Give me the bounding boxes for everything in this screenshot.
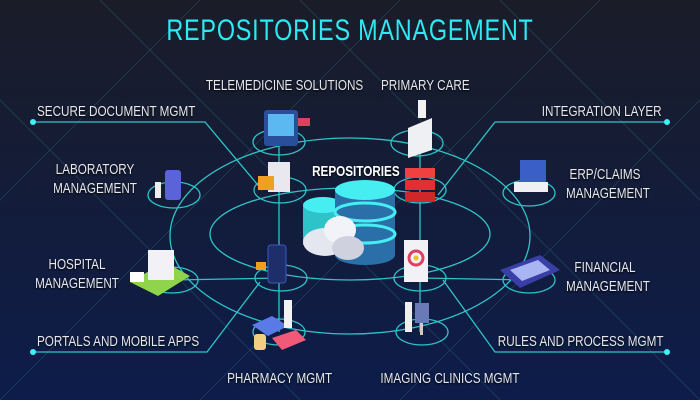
outer-ring: [169, 137, 531, 335]
doctor-desk-icon: [408, 100, 432, 158]
connector-rules: [442, 279, 667, 353]
mobile-phone-icon: [256, 244, 287, 284]
microscope-icon: [155, 170, 181, 200]
connector-secure-doc: [33, 121, 263, 191]
calculator-icon: [500, 255, 560, 288]
label-imaging: IMAGING CLINICS MGMT: [380, 370, 520, 387]
label-portals: PORTALS AND MOBILE APPS: [37, 333, 200, 350]
xray-machine-icon: [405, 302, 429, 335]
page-title: REPOSITORIES MANAGEMENT: [166, 14, 534, 47]
label-pharmacy: PHARMACY MGMT: [227, 370, 333, 387]
label-rules-process: RULES AND PROCESS MGMT: [498, 333, 664, 350]
label-primary-care: PRIMARY CARE: [381, 77, 470, 94]
database-cloud-icon: [303, 180, 397, 265]
telemedicine-screen-icon: [264, 110, 310, 146]
locked-document-icon: [258, 162, 290, 192]
center-label: REPOSITORIES: [312, 163, 400, 180]
label-telemedicine: TELEMEDICINE SOLUTIONS: [205, 77, 364, 94]
gear-document-icon: [404, 240, 428, 282]
label-secure-document: SECURE DOCUMENT MGMT: [37, 103, 196, 120]
pills-icon: [252, 300, 306, 350]
label-integration-layer: INTEGRATION LAYER: [542, 103, 662, 120]
hospital-building-icon: [130, 250, 190, 296]
connector-integration: [437, 121, 667, 196]
connector-portals: [33, 281, 261, 353]
server-stack-icon: [405, 168, 435, 202]
laptop-icon: [514, 160, 548, 192]
